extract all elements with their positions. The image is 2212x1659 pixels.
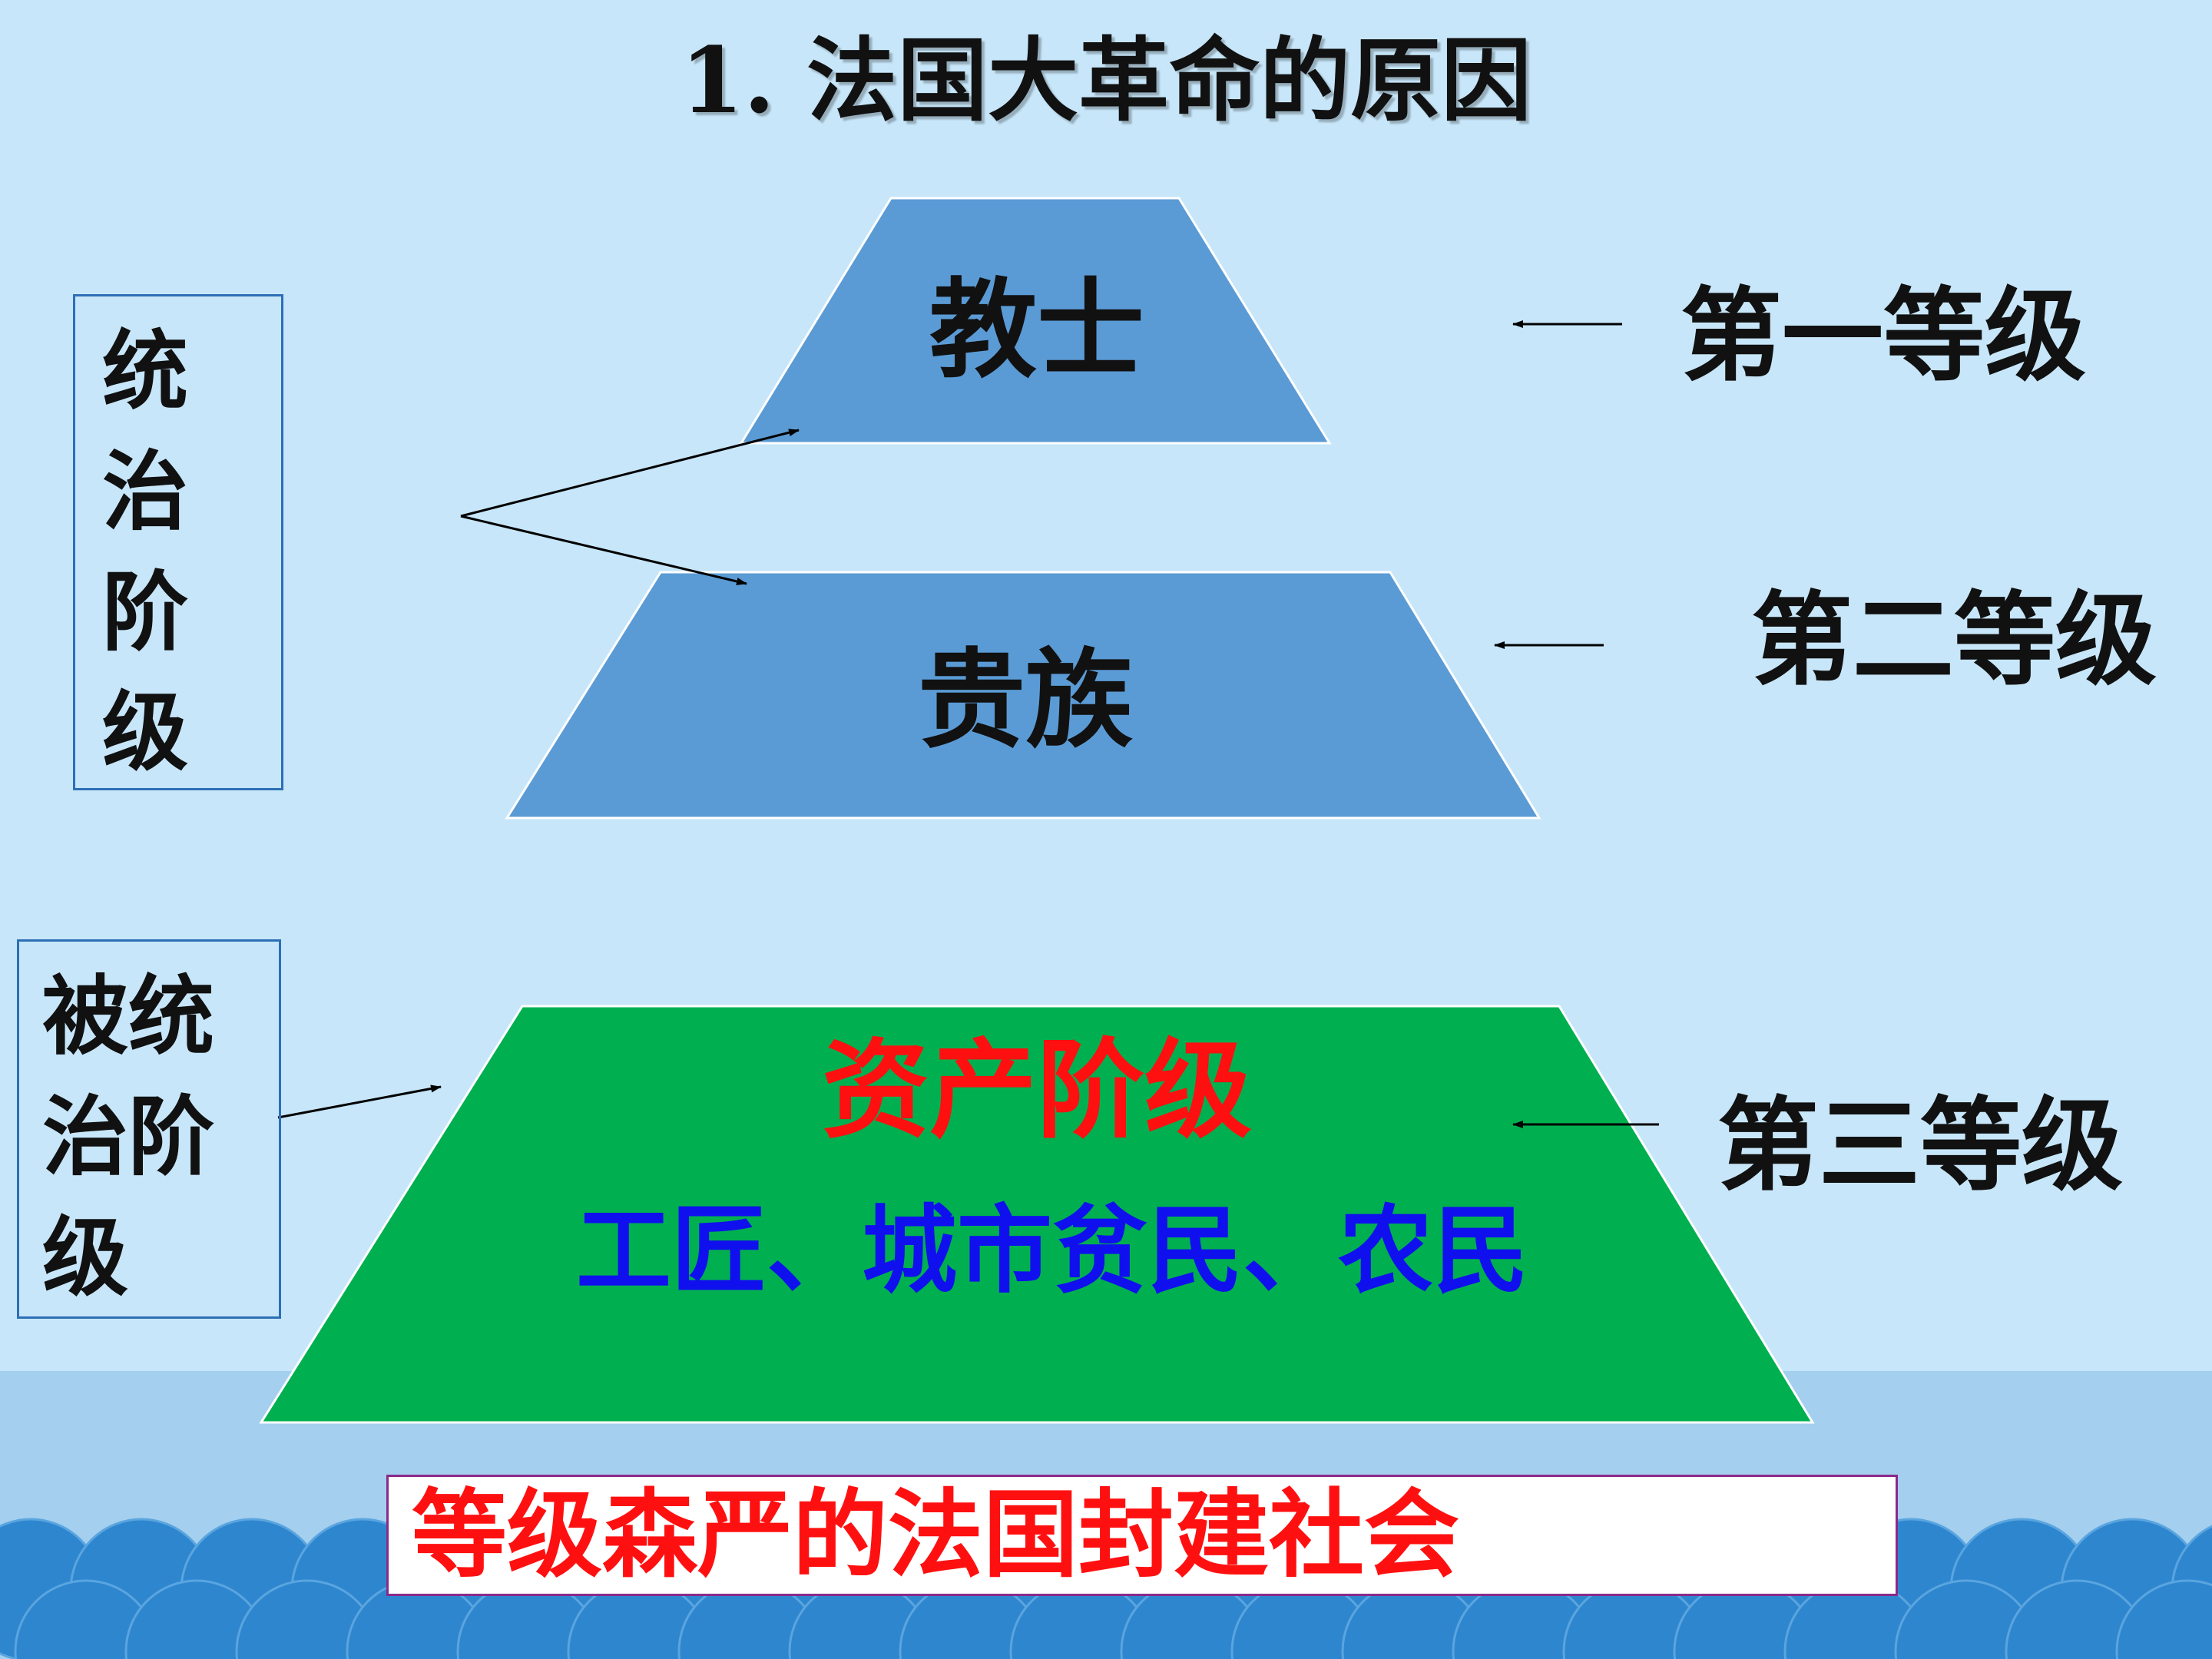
- rank-third-label: 第三等级: [1717, 1086, 2123, 1205]
- ruled-class-label: 被统治阶级: [42, 966, 214, 1308]
- ruled-class-box: 被统治阶级: [17, 939, 281, 1319]
- tier-second-shape: [505, 571, 1541, 820]
- tier-second-label: 贵族: [917, 637, 1133, 763]
- rank-first-label: 第一等级: [1681, 276, 2086, 396]
- tier-third-shape: [259, 1005, 1815, 1424]
- tier-first-label: 教士: [929, 267, 1144, 393]
- arrow-ruling-to-second: [460, 515, 747, 585]
- rank-second-label: 第二等级: [1751, 581, 2157, 700]
- tier-third-commoners-label: 工匠、城市贫民、农民: [575, 1195, 1528, 1306]
- conclusion-box: 等级森严的法国封建社会: [386, 1475, 1898, 1596]
- slide-title: 1. 法国大革命的原因: [680, 27, 1532, 134]
- ruling-class-box: 统治阶级: [73, 294, 283, 790]
- wave-circle: [2115, 1579, 2212, 1659]
- conclusion-text: 等级森严的法国封建社会: [412, 1479, 1460, 1591]
- ruling-class-label: 统治阶级: [102, 321, 188, 783]
- arrow-ruled-to-third: [277, 1084, 442, 1119]
- tier-first-shape: [739, 197, 1332, 445]
- tier-third-bourgeoisie-label: 资产阶级: [821, 1028, 1252, 1154]
- arrow-ruling-to-first: [460, 429, 800, 518]
